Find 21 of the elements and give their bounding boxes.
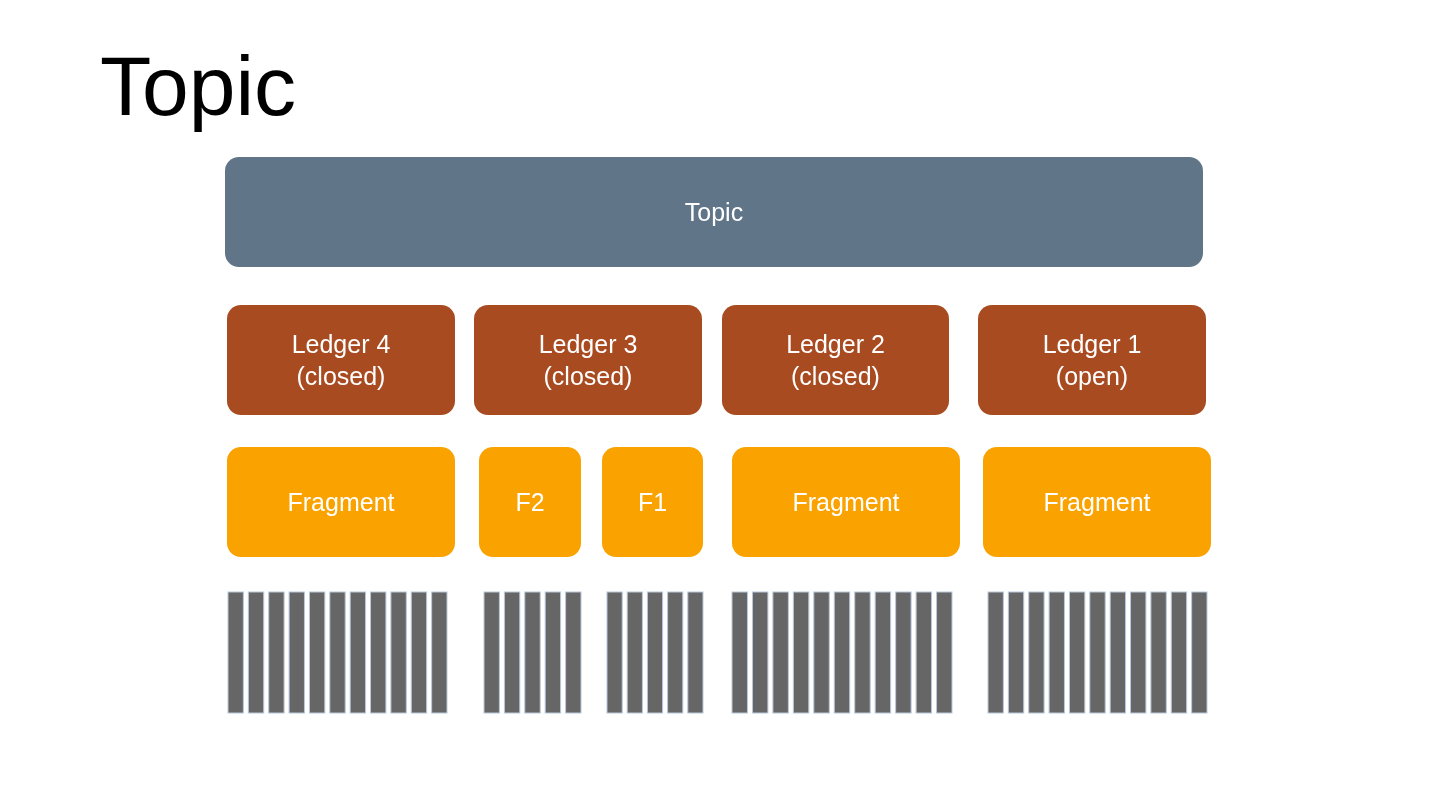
- node-label: Fragment: [1043, 486, 1151, 518]
- node-label: Ledger 2 (closed): [785, 328, 886, 392]
- node-label: Fragment: [287, 486, 395, 518]
- ledger-box: [722, 305, 949, 415]
- ledger-box: [227, 305, 455, 415]
- node-label: Ledger 4 (closed): [290, 328, 392, 392]
- fragment-box: [732, 447, 960, 557]
- slide-title: Topic: [100, 40, 297, 133]
- fragment-box: [227, 447, 455, 557]
- node-label: Fragment: [792, 486, 900, 518]
- node-label: F2: [515, 486, 545, 518]
- node-label: F1: [637, 486, 668, 518]
- node-label: Ledger 3 (closed): [537, 328, 639, 392]
- topic-bar: [225, 157, 1203, 267]
- fragment-box: [983, 447, 1211, 557]
- node-label: Topic: [684, 196, 744, 228]
- ledger-box: [978, 305, 1206, 415]
- fragment-box: [479, 447, 581, 557]
- node-label: Ledger 1 (open): [1041, 328, 1143, 392]
- ledger-box: [474, 305, 702, 415]
- fragment-box: [602, 447, 703, 557]
